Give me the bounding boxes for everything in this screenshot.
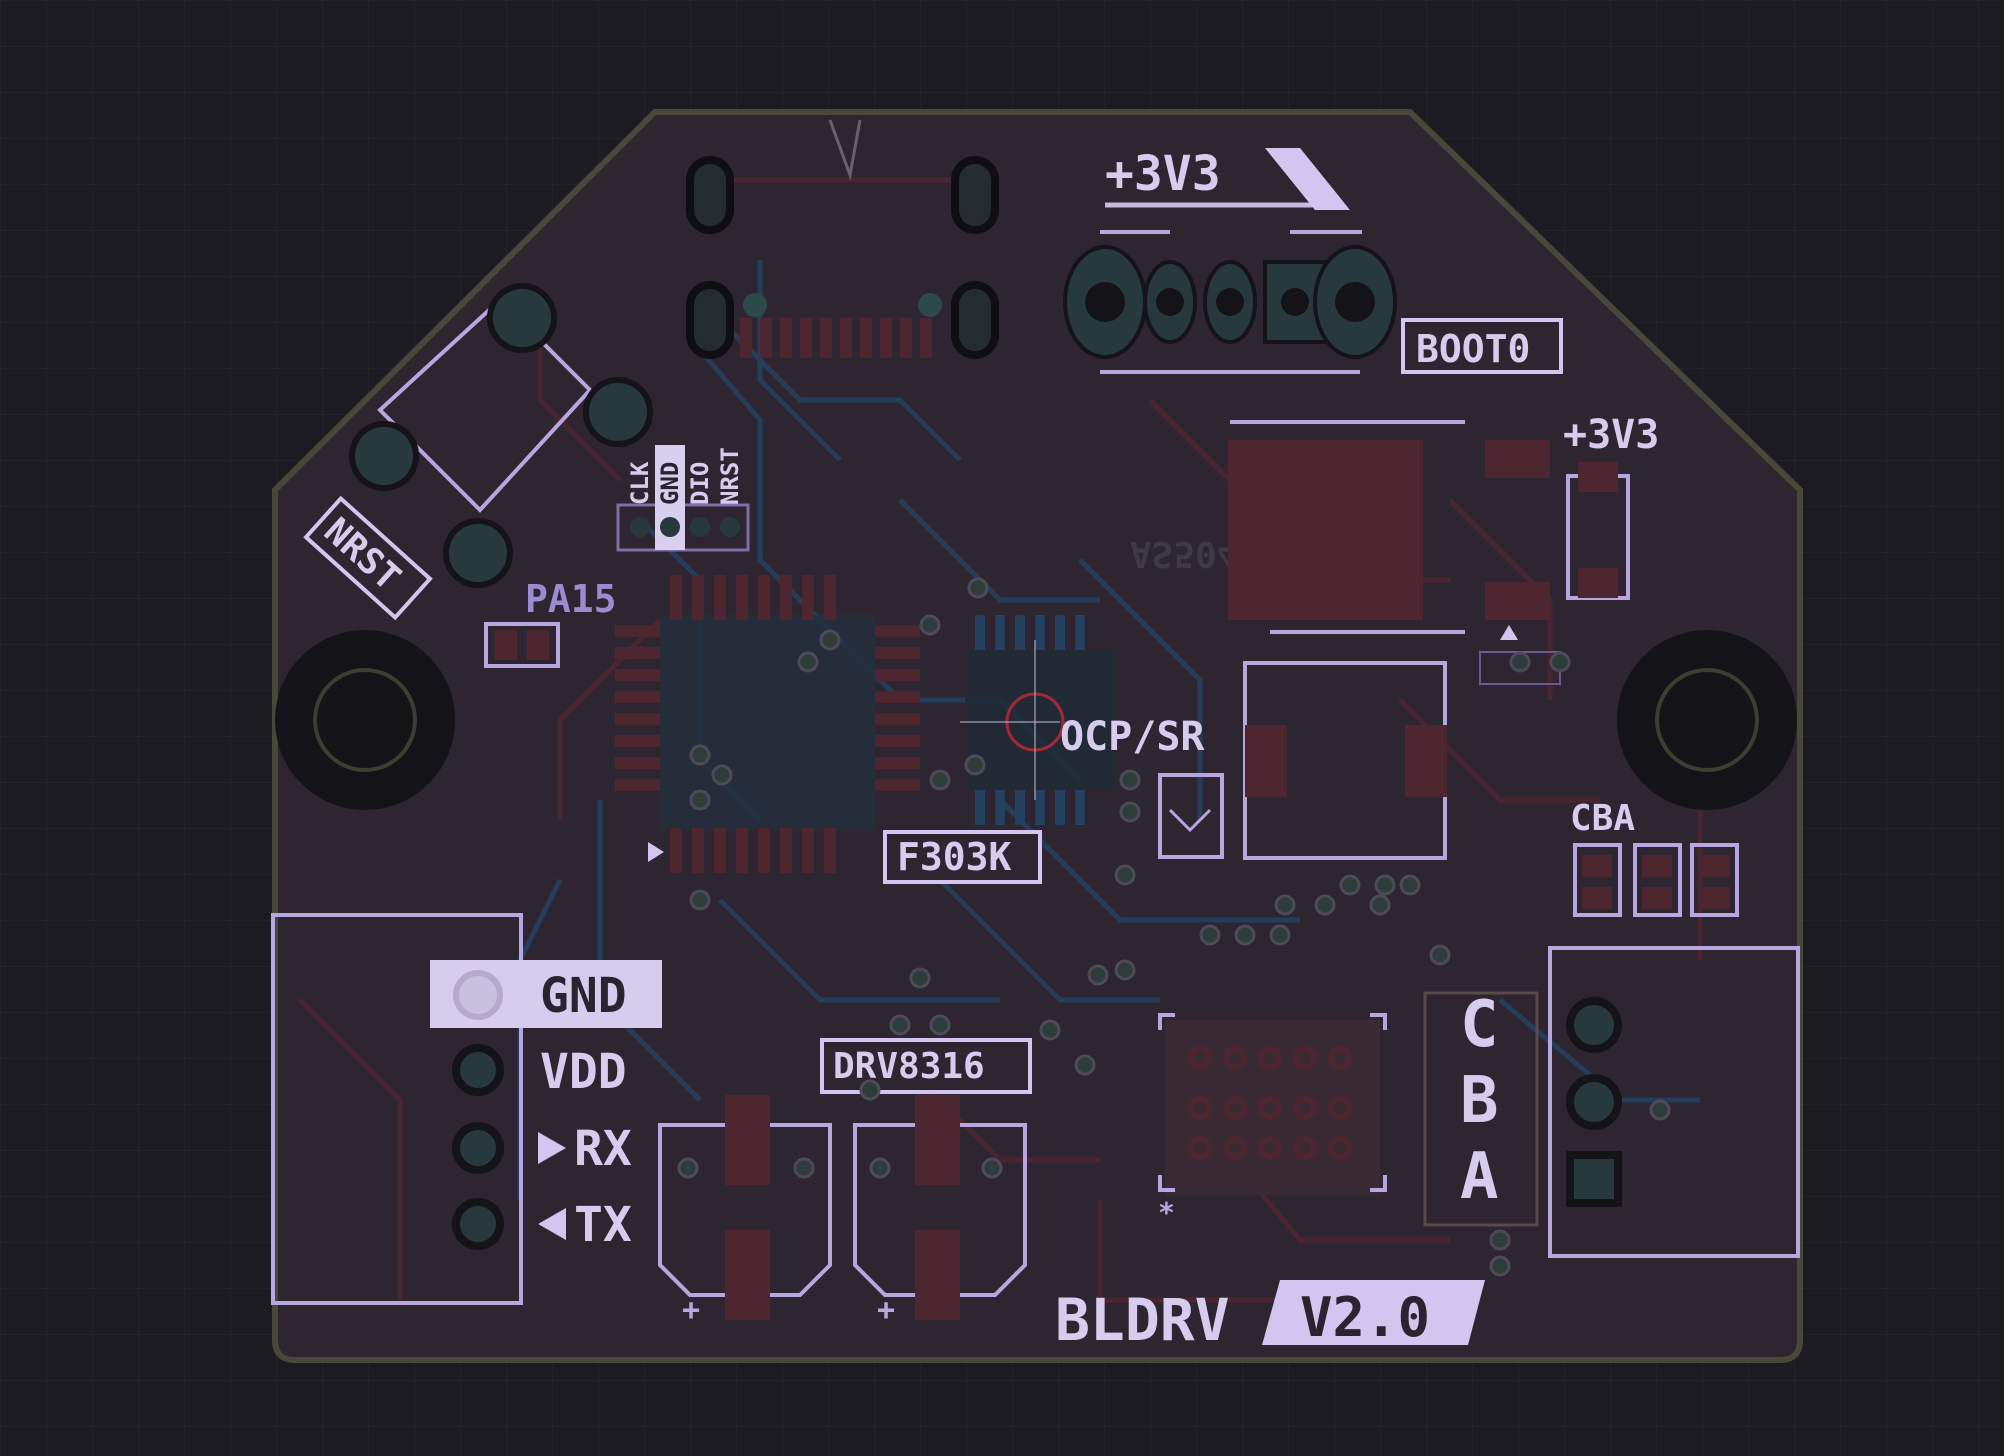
mcu-label: F303K (897, 835, 1012, 879)
top-rail-label: +3V3 (1105, 146, 1221, 202)
mounting-hole-right (1617, 630, 1797, 810)
pin1-marker: * (1158, 1196, 1175, 1229)
vias (677, 577, 1671, 1277)
mcu: F303K (615, 575, 1042, 884)
usb-connector (686, 119, 999, 359)
swd-pin-dio: DIO (686, 462, 714, 505)
mounting-holes (275, 630, 1797, 810)
bulk-capacitors: + + (658, 1095, 1027, 1328)
swd-header: CLK GND DIO NRST (616, 445, 750, 552)
board-logo: BLDRV V2.0 (1055, 1280, 1485, 1354)
uart-pin-gnd: GND (540, 968, 627, 1024)
boot-label: BOOT0 (1416, 327, 1530, 371)
reset-button: NRST (303, 283, 653, 621)
driver-label: DRV8316 (833, 1046, 985, 1087)
uart-connector: GND VDD RX TX (271, 913, 662, 1305)
boot-label-box (1401, 318, 1563, 374)
board-version: V2.0 (1300, 1286, 1430, 1349)
phase-pin-a: A (1460, 1140, 1499, 1214)
inductor (1243, 661, 1447, 860)
rx-arrow-icon (538, 1132, 566, 1164)
pa15-jumper: PA15 (484, 577, 617, 668)
ocp-label: OCP/SR (1060, 714, 1205, 760)
uart-pin-tx: TX (574, 1197, 632, 1253)
uart-pin-vdd: VDD (540, 1044, 627, 1100)
swd-pin-gnd: GND (656, 462, 684, 505)
svg-text:+: + (682, 1293, 700, 1328)
swd-pin-clk: CLK (626, 461, 654, 505)
tx-arrow-icon (538, 1208, 566, 1240)
uart-pin-rx: RX (574, 1121, 632, 1177)
svg-text:+: + (877, 1293, 895, 1328)
regulator: +3V3 (1228, 412, 1659, 685)
right-rail-label: +3V3 (1563, 412, 1659, 458)
phase-leds: CBA (1570, 798, 1739, 917)
board-name: BLDRV (1055, 1286, 1230, 1354)
mounting-hole-left (275, 630, 455, 810)
phase-pin-c: C (1460, 988, 1499, 1062)
boot-header: +3V3 BOOT0 (1063, 146, 1563, 374)
cba-label: CBA (1570, 798, 1635, 839)
swd-pin-nrst: NRST (716, 447, 744, 505)
pa15-label: PA15 (525, 577, 617, 621)
motor-connector: C B A (1423, 946, 1800, 1258)
driver-ic: * DRV8316 (820, 1013, 1387, 1229)
phase-pin-b: B (1460, 1064, 1499, 1138)
